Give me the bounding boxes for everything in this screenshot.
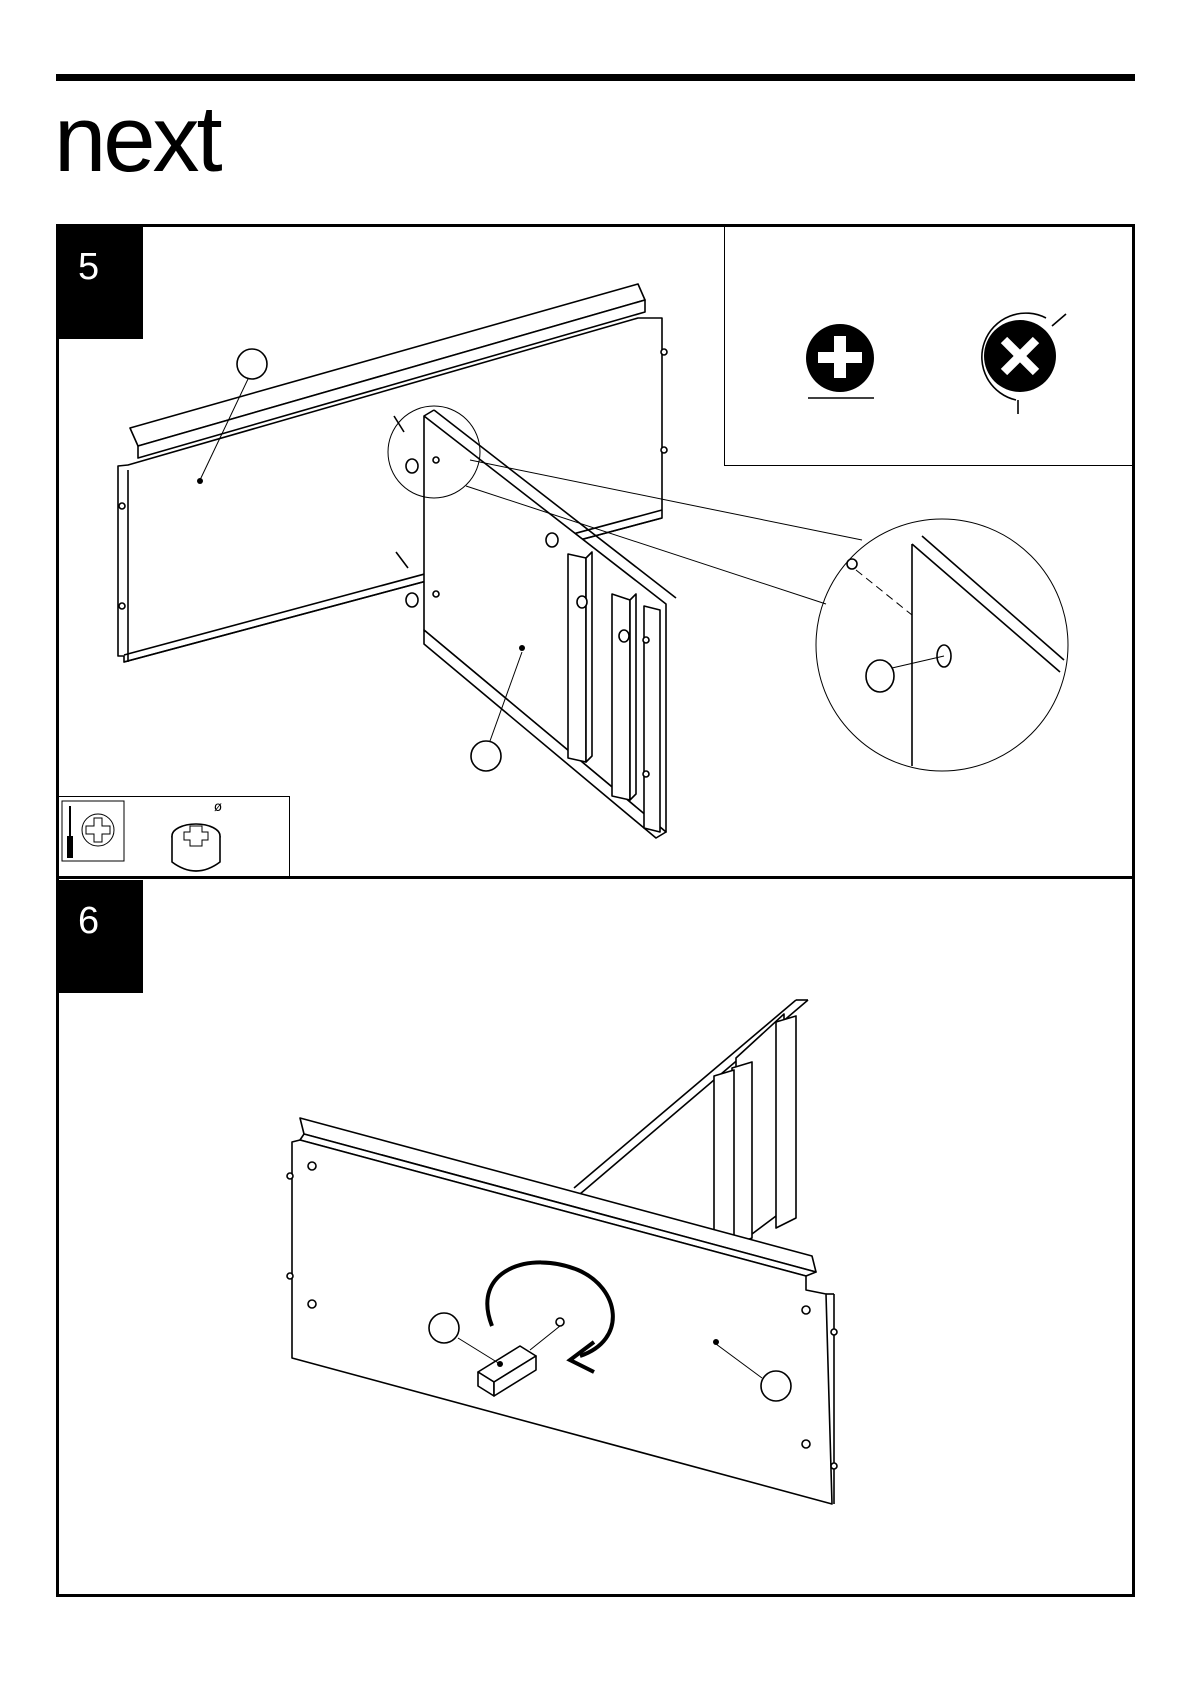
part-label-c: [429, 1313, 459, 1343]
part-label-d: [761, 1371, 791, 1401]
